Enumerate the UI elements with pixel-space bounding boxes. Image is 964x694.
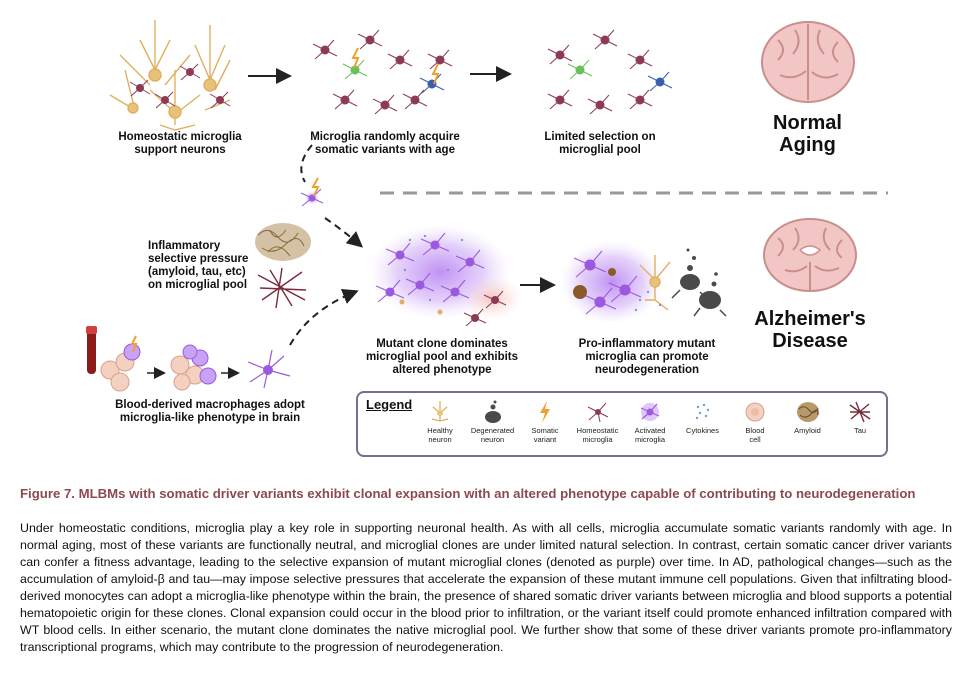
microglia-variant-cluster (312, 29, 453, 115)
legend-item: Degenerated neuron (467, 399, 519, 444)
legend-item: Blood cell (729, 399, 781, 444)
alzheimers-brain-icon (763, 218, 857, 292)
normal-brain-icon (761, 21, 855, 103)
legend-item: Cytokines (677, 399, 729, 436)
label-homeostatic: Homeostatic microglia support neurons (118, 131, 242, 156)
dashed-arrow-down (300, 144, 313, 183)
legend-item-label: Degenerated neuron (470, 426, 515, 444)
tau-tangle-illustration (257, 267, 307, 309)
legend-item-label: Healthy neuron (427, 426, 453, 444)
legend-item: Tau (834, 399, 886, 436)
mutant-microglia-icon (300, 177, 324, 207)
legend-item-label: Somatic variant (531, 426, 559, 444)
label-acquire: Microglia randomly acquire somatic varia… (310, 131, 460, 156)
dashed-arrow-from-blood (289, 289, 359, 346)
tau-icon (834, 399, 886, 425)
homeostatic-microglia-cluster-1 (129, 63, 231, 109)
legend-item-label: Homeostatic microglia (576, 426, 619, 444)
legend-item-label: Activated microglia (634, 426, 666, 444)
blood-cells-cluster (100, 335, 141, 392)
legend-item-label: Tau (853, 426, 867, 435)
blood-tube-icon (86, 326, 97, 374)
label-limited: Limited selection on microglial pool (544, 131, 656, 156)
legend-item: Healthy neuron (414, 399, 466, 444)
label-blood: Blood-derived macrophages adopt microgli… (115, 399, 305, 424)
limited-selection-cluster (547, 29, 673, 115)
figure-illustration (86, 20, 888, 392)
figure-caption-title: Figure 7. MLBMs with somatic driver vari… (20, 486, 916, 501)
proinflammatory-cluster (560, 240, 727, 324)
figure-panel: Homeostatic microglia support neurons Mi… (86, 20, 888, 457)
legend-item-label: Amyloid (794, 426, 821, 435)
amyloid-clump-illustration (255, 223, 311, 261)
expanded-blood-cells-cluster (170, 344, 217, 391)
legend-title: Legend (366, 397, 413, 412)
legend-item: Activated microglia (624, 399, 676, 444)
legend-item: Somatic variant (519, 399, 571, 444)
healthy-neuron-icon (414, 399, 466, 425)
activated-microglia-icon (624, 399, 676, 425)
lightning-icon (519, 399, 571, 425)
legend-item-label: Cytokines (686, 426, 719, 435)
figure-caption-body: Under homeostatic conditions, microglia … (20, 521, 952, 654)
legend-item: Amyloid (782, 399, 834, 436)
mutant-clone-cluster (368, 224, 522, 327)
homeostatic-neurons-illustration (109, 20, 231, 131)
label-normal-aging: Normal Aging (773, 112, 842, 156)
label-inflammatory: Inflammatory selective pressure (amyloid… (148, 240, 249, 291)
amyloid-icon (782, 399, 834, 425)
label-alzheimers: Alzheimer's Disease (754, 308, 866, 352)
blood-cell-icon (729, 399, 781, 425)
legend-item: Homeostatic microglia (572, 399, 624, 444)
legend-item-label: Blood cell (745, 426, 765, 444)
legend-box: Legend Healthy neuron Degenerated neuron S… (356, 391, 888, 457)
blood-macrophage-microglia-icon (247, 349, 291, 389)
label-mutant: Mutant clone dominates microglial pool a… (365, 338, 519, 376)
degenerated-neuron-icon (467, 399, 519, 425)
homeostatic-microglia-icon (572, 399, 624, 425)
label-proinflammatory: Pro-inflammatory mutant microglia can pr… (578, 338, 716, 376)
dashed-arrow-to-mutant (324, 217, 364, 248)
cytokines-icon (677, 399, 729, 425)
